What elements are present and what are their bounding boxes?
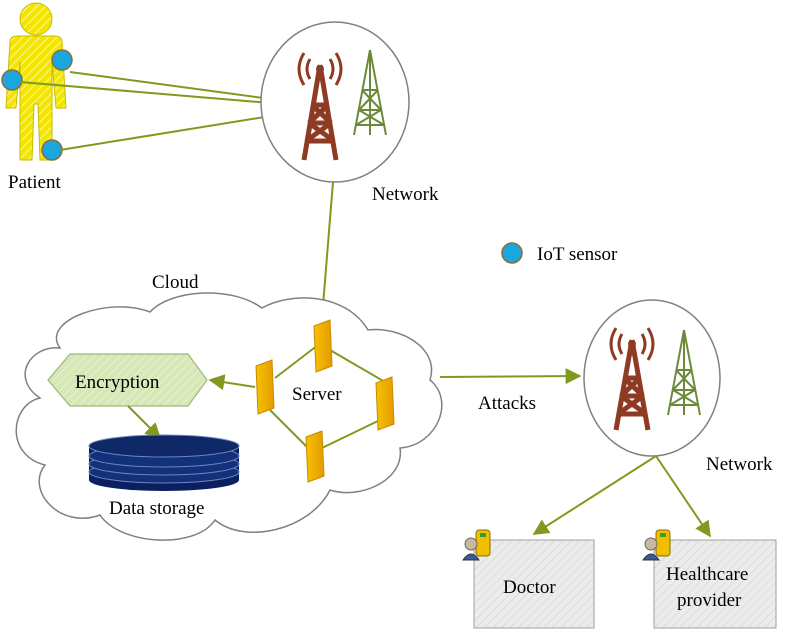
attacks-arrow — [439, 368, 582, 385]
iot-sensor-arm — [1, 69, 23, 91]
encryption-label: Encryption — [75, 372, 160, 393]
iot-sensor-shoulder — [51, 49, 73, 71]
server-node — [305, 430, 325, 483]
user-badge-icon — [642, 529, 671, 561]
cloud-label: Cloud — [152, 272, 199, 293]
encryption-shape — [47, 353, 208, 407]
network-right-label: Network — [706, 454, 773, 475]
data-storage-label: Data storage — [109, 498, 204, 519]
iot-sensor-legend-icon — [501, 242, 523, 264]
server-node — [375, 376, 395, 431]
network-to-server-arrow — [315, 181, 334, 320]
healthcare-provider-box — [653, 539, 777, 629]
patient-label: Patient — [8, 172, 61, 193]
radio-tower-icon-secondary — [667, 329, 701, 416]
encryption-to-storage-arrow — [127, 405, 162, 440]
iot-sensor-legend-label: IoT sensor — [537, 244, 618, 265]
network-right-circle — [583, 299, 721, 457]
iot-sensor-leg — [41, 139, 63, 161]
server-links — [269, 344, 386, 449]
server-label: Server — [292, 384, 342, 405]
doctor-label: Doctor — [503, 577, 556, 598]
radio-tower-icon-secondary — [353, 49, 387, 136]
healthcare-provider-label-line1: Healthcare — [666, 564, 748, 585]
doctor-box — [473, 539, 595, 629]
user-badge-icon — [462, 529, 491, 561]
network-to-users-arrows — [532, 455, 711, 538]
server-to-encryption-arrow — [208, 374, 256, 391]
attacks-label: Attacks — [478, 393, 536, 414]
server-node — [255, 359, 275, 415]
person-icon — [5, 2, 67, 161]
healthcare-provider-label-line2: provider — [677, 590, 742, 611]
network-top-label: Network — [372, 184, 439, 205]
server-node — [313, 319, 333, 373]
database-icon — [88, 434, 240, 491]
radio-tower-icon — [297, 52, 343, 161]
radio-tower-icon — [609, 327, 655, 431]
